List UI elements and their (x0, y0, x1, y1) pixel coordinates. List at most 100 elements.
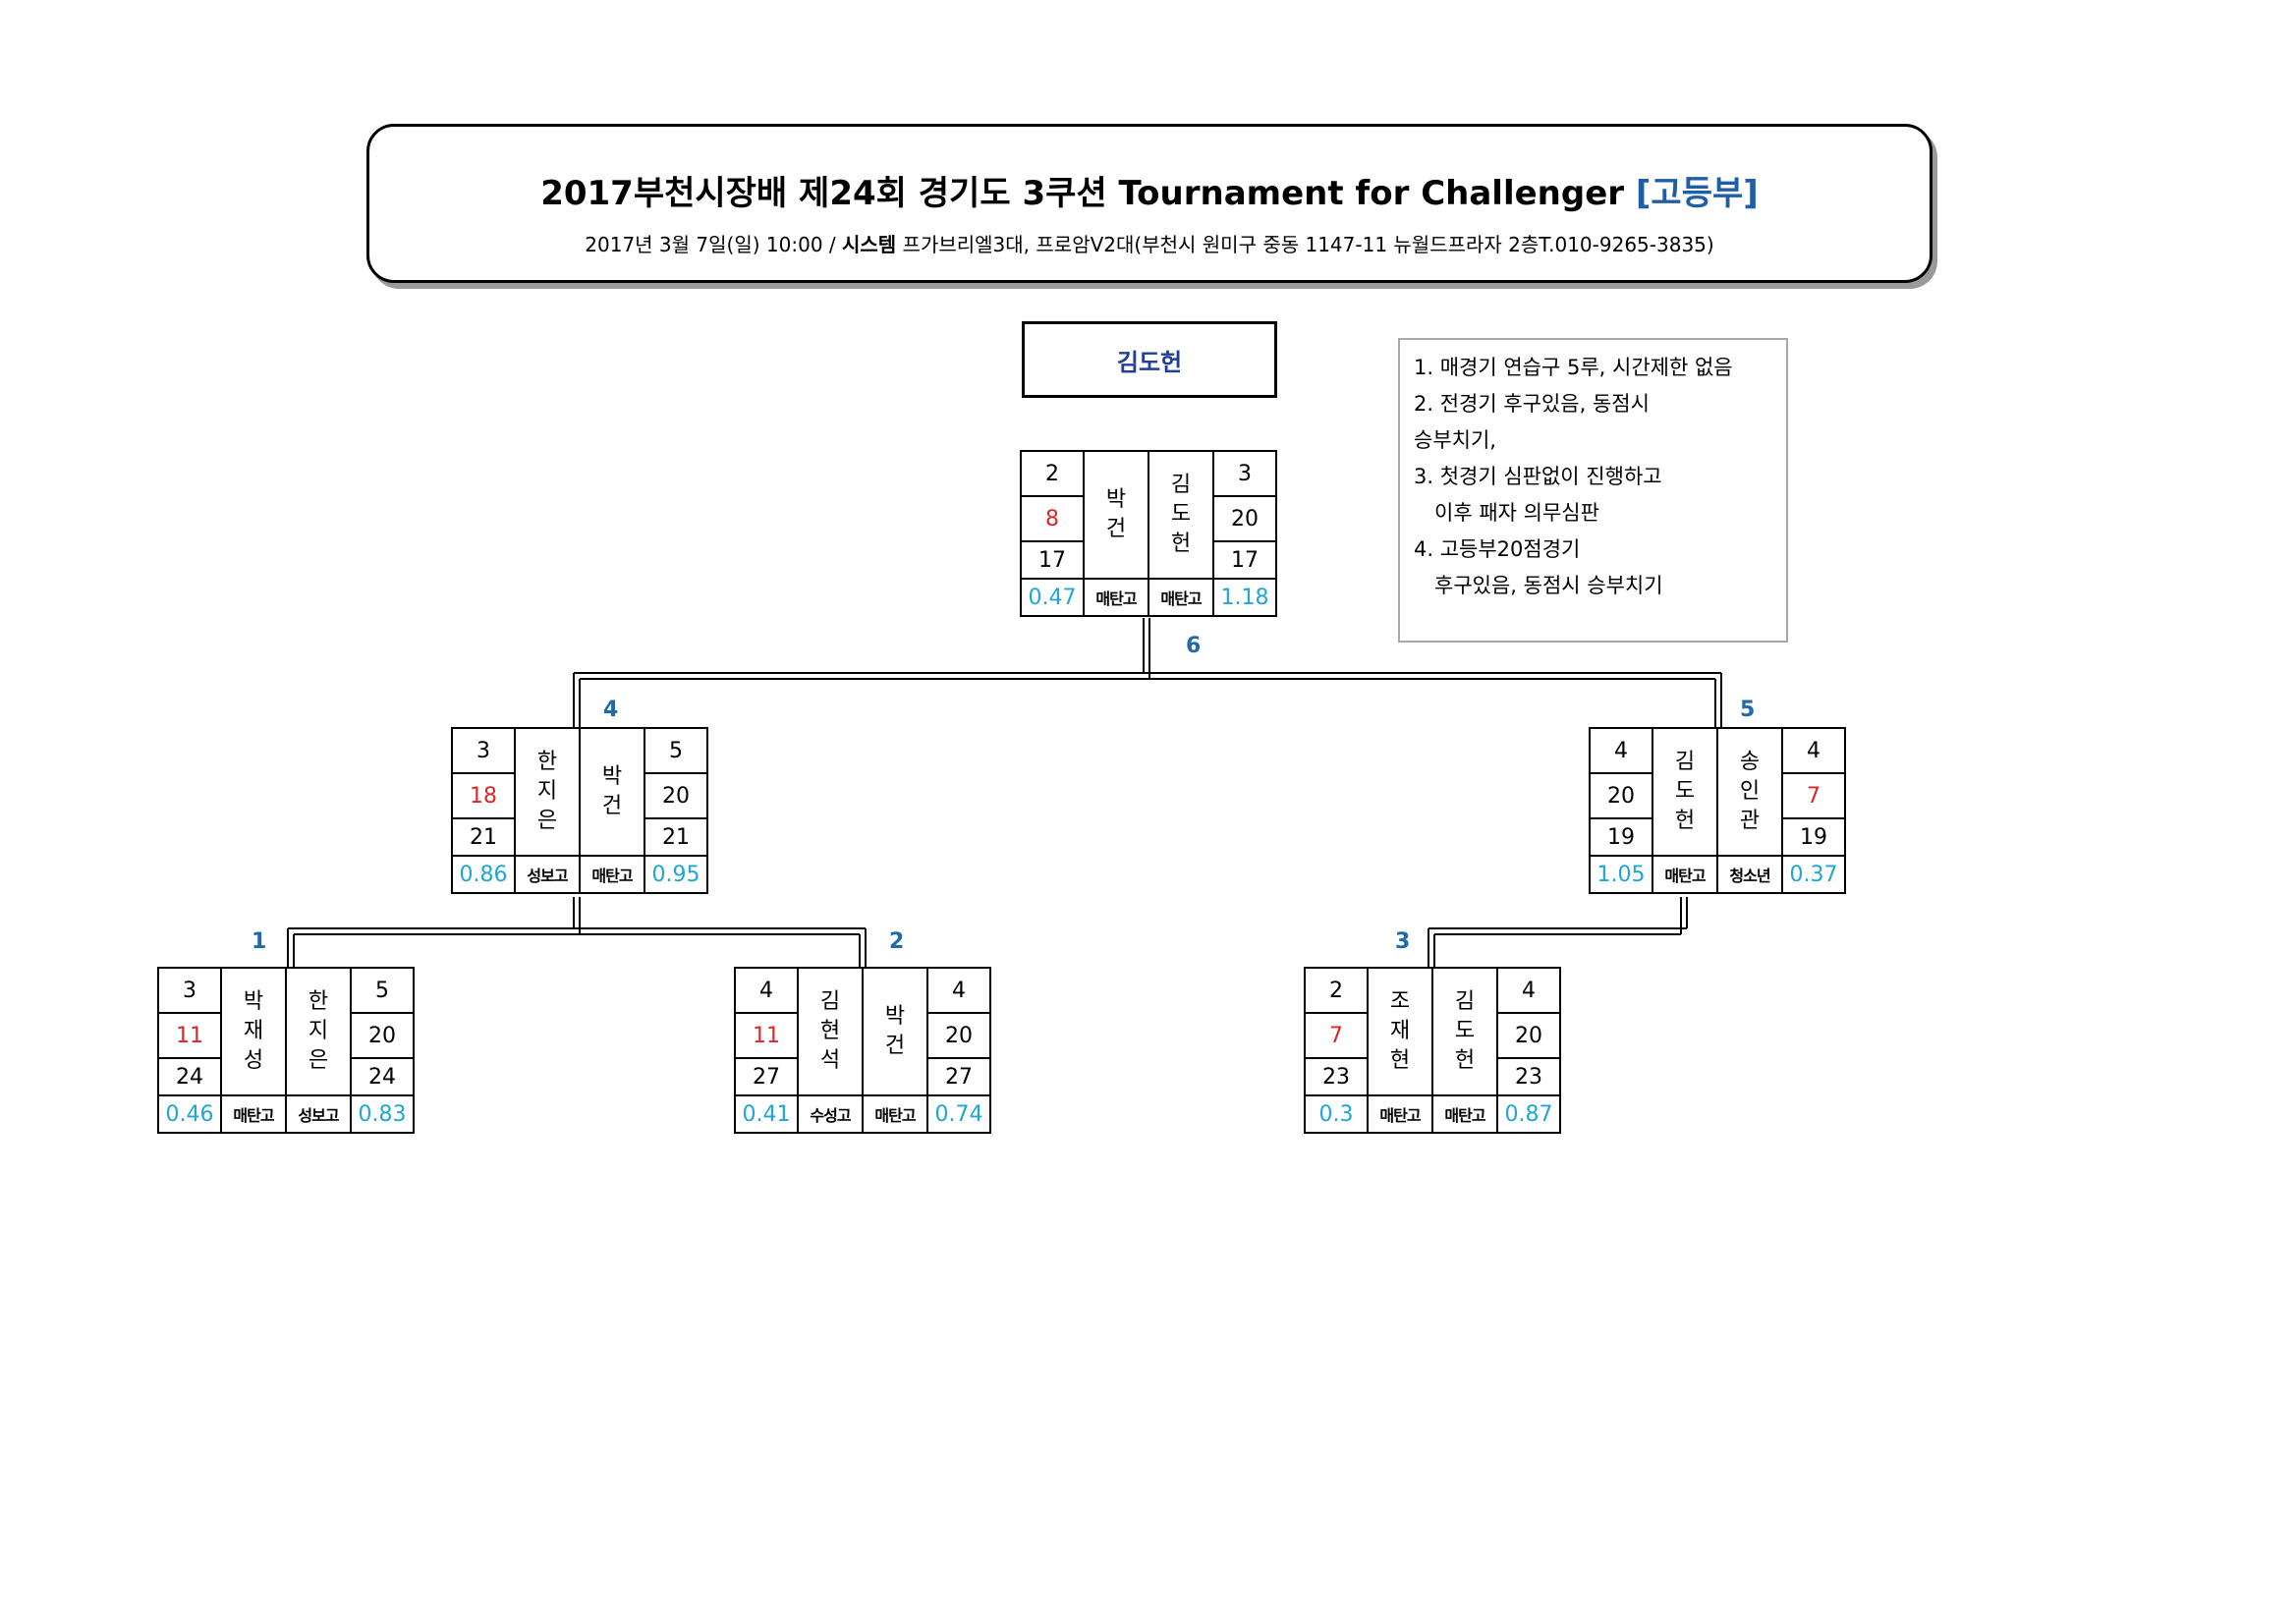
player-average: 1.18 (1212, 578, 1277, 617)
player-score: 20 (644, 772, 708, 819)
subtitle-system: 시스템 (842, 233, 897, 256)
player-average: 0.47 (1020, 578, 1085, 617)
player-innings: 17 (1212, 540, 1277, 580)
player-average: 0.83 (350, 1094, 415, 1134)
player-score: 11 (157, 1012, 222, 1059)
player-average: 0.41 (734, 1094, 799, 1134)
player-school: 매탄고 (220, 1094, 287, 1134)
player-school: 성보고 (514, 855, 581, 894)
player-average: 1.05 (1589, 855, 1653, 894)
player-school: 청소년 (1716, 855, 1783, 894)
player-score: 20 (1496, 1012, 1561, 1059)
round-number: 3 (1395, 929, 1411, 954)
player-handicap: 5 (644, 727, 708, 774)
tournament-subtitle: 2017년 3월 7일(일) 10:00 / 시스템 프가브리엘3대, 프로암V… (369, 229, 1930, 257)
player-innings: 19 (1781, 817, 1846, 857)
player-score: 8 (1020, 495, 1085, 542)
player-innings: 23 (1304, 1057, 1369, 1096)
rule-line: 1. 매경기 연습구 5루, 시간제한 없음 (1414, 356, 1733, 379)
player-innings: 17 (1020, 540, 1085, 580)
tournament-header: 2017부천시장배 제24회 경기도 3쿠션 Tournament for Ch… (366, 124, 1932, 283)
player-score: 20 (1589, 772, 1653, 819)
rule-line: 후구있음, 동점시 승부치기 (1434, 574, 1663, 597)
player-average: 0.37 (1781, 855, 1846, 894)
player-handicap: 2 (1020, 450, 1085, 497)
round-number: 1 (252, 929, 267, 954)
player-school: 매탄고 (1652, 855, 1718, 894)
player-handicap: 4 (1589, 727, 1653, 774)
player-innings: 23 (1496, 1057, 1561, 1096)
rule-line: 3. 첫경기 심판없이 진행하고 (1414, 465, 1662, 488)
rule-line: 4. 고등부20점경기 (1414, 537, 1581, 561)
round-number: 2 (889, 929, 905, 954)
player-score: 7 (1781, 772, 1846, 819)
player-handicap: 4 (926, 967, 991, 1014)
round-number: 5 (1740, 698, 1756, 722)
player-score: 20 (1212, 495, 1277, 542)
player-average: 0.46 (157, 1094, 222, 1134)
player-innings: 19 (1589, 817, 1653, 857)
player-school: 매탄고 (1148, 578, 1214, 617)
player-handicap: 4 (1496, 967, 1561, 1014)
player-average: 0.87 (1496, 1094, 1561, 1134)
player-score: 20 (350, 1012, 415, 1059)
player-innings: 27 (734, 1057, 799, 1096)
player-average: 0.95 (644, 855, 708, 894)
player-average: 0.86 (451, 855, 516, 894)
rule-line: 이후 패자 의무심판 (1434, 501, 1599, 525)
player-handicap: 3 (1212, 450, 1277, 497)
title-division: [고등부] (1635, 174, 1759, 213)
player-average: 0.3 (1304, 1094, 1369, 1134)
player-handicap: 4 (1781, 727, 1846, 774)
player-innings: 21 (451, 817, 516, 857)
player-school: 매탄고 (862, 1094, 928, 1134)
player-score: 18 (451, 772, 516, 819)
subtitle-date: 2017년 3월 7일(일) 10:00 / (585, 233, 842, 256)
player-score: 11 (734, 1012, 799, 1059)
rule-line: 2. 전경기 후구있음, 동점시 (1414, 392, 1650, 416)
player-score: 20 (926, 1012, 991, 1059)
title-main: 2017부천시장배 제24회 경기도 3쿠션 Tournament for Ch… (540, 174, 1636, 213)
player-handicap: 3 (157, 967, 222, 1014)
player-school: 성보고 (285, 1094, 352, 1134)
tournament-title: 2017부천시장배 제24회 경기도 3쿠션 Tournament for Ch… (369, 166, 1930, 214)
player-innings: 27 (926, 1057, 991, 1096)
player-school: 매탄고 (1431, 1094, 1498, 1134)
round-number: 4 (603, 698, 619, 722)
player-handicap: 5 (350, 967, 415, 1014)
player-school: 매탄고 (1367, 1094, 1433, 1134)
rules-box: 1. 매경기 연습구 5루, 시간제한 없음 2. 전경기 후구있음, 동점시 … (1398, 338, 1788, 643)
subtitle-venue: 프가브리엘3대, 프로암V2대(부천시 원미구 중동 1147-11 뉴월드프라… (896, 233, 1714, 256)
player-score: 7 (1304, 1012, 1369, 1059)
player-innings: 24 (157, 1057, 222, 1096)
champion-name: 김도헌 (1116, 348, 1183, 376)
player-handicap: 2 (1304, 967, 1369, 1014)
rule-line: 승부치기, (1414, 428, 1496, 452)
player-school: 수성고 (797, 1094, 864, 1134)
round-number: 6 (1186, 634, 1202, 658)
player-innings: 24 (350, 1057, 415, 1096)
player-average: 0.74 (926, 1094, 991, 1134)
player-school: 매탄고 (579, 855, 645, 894)
champion-box: 김도헌 (1022, 321, 1277, 398)
player-handicap: 3 (451, 727, 516, 774)
